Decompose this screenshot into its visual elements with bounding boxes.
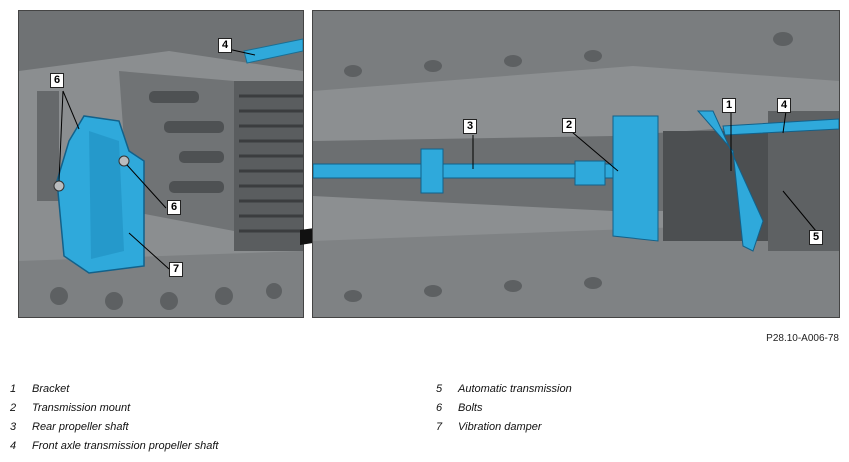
legend-label: Vibration damper [458,421,542,433]
legend-number: 3 [10,421,17,433]
figure-reference-code: P28.10-A006-78 [766,333,839,344]
legend-number: 6 [436,402,443,414]
legend-item: 1 Bracket [10,383,69,395]
legend-item: 2 Transmission mount [10,402,130,414]
legend-number: 5 [436,383,443,395]
legend-item: 7 Vibration damper [436,421,542,433]
legend-label: Automatic transmission [458,383,572,395]
callout-4: 4 [218,38,232,53]
callout-1: 1 [722,98,736,113]
legend-number: 1 [10,383,17,395]
legend-number: 4 [10,440,17,452]
callout-6: 6 [167,200,181,215]
callout-7: 7 [169,262,183,277]
legend-number: 7 [436,421,443,433]
callout-6: 6 [50,73,64,88]
legend-item: 6 Bolts [436,402,482,414]
overview-illustration [313,11,839,317]
legend-item: 4 Front axle transmission propeller shaft [10,440,218,452]
callout-3: 3 [463,119,477,134]
detail-view-illustration [19,11,303,317]
overview-panel: 1 2 3 4 5 [312,10,840,318]
legend-label: Transmission mount [32,402,131,414]
legend-label: Rear propeller shaft [32,421,129,433]
legend-label: Front axle transmission propeller shaft [32,440,219,452]
legend-label: Bracket [32,383,70,395]
callout-4: 4 [777,98,791,113]
legend-item: 5 Automatic transmission [436,383,572,395]
callout-5: 5 [809,230,823,245]
legend-number: 2 [10,402,17,414]
legend-item: 3 Rear propeller shaft [10,421,129,433]
detail-view-panel: 4 6 6 7 [18,10,304,318]
legend-label: Bolts [458,402,483,414]
callout-2: 2 [562,118,576,133]
